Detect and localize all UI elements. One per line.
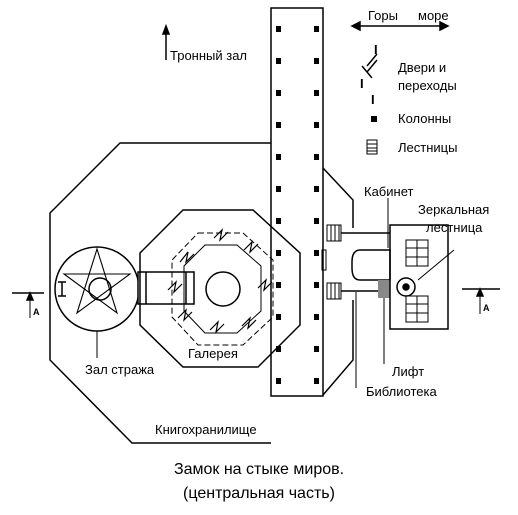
mirror-stair-spiral (396, 277, 416, 297)
book-depository-label: Книгохранилище (155, 422, 257, 437)
throne-hall-label: Тронный зал (170, 48, 248, 63)
legend-door-icon (361, 53, 378, 79)
gallery-doors (167, 228, 273, 334)
legend-stairs-label: Лестницы (398, 140, 458, 155)
gallery-ring-outer (171, 232, 274, 346)
gallery-ring-inner (183, 244, 262, 334)
library-label: Библиотека (366, 384, 437, 399)
throne-arrowhead (161, 23, 171, 35)
guard-hall-label: Зал стража (85, 362, 155, 377)
mirror-pointer (417, 249, 455, 281)
mirror-stair-steps (405, 239, 429, 323)
compass-arrowhead-left (350, 20, 361, 32)
passage-door (321, 249, 327, 271)
legend-doors-label-2: переходы (398, 78, 457, 93)
gallery-center (205, 271, 241, 307)
outer-wall-left (49, 142, 271, 444)
cabinet-room (351, 249, 391, 281)
mirror-stair-label-2: лестница (426, 220, 483, 235)
compass-right-label: море (418, 8, 449, 23)
throne-corridor (270, 7, 324, 397)
gallery-label: Галерея (188, 346, 238, 361)
east-stairs (326, 224, 342, 300)
passage-to-gallery (137, 271, 195, 305)
legend-columns-label: Колонны (398, 111, 452, 126)
guard-hall-center (88, 277, 112, 301)
mirror-stair-label: Зеркальная (418, 202, 490, 217)
corridor-columns (276, 26, 319, 384)
legend-door-glyph-1: I (374, 42, 378, 57)
legend-column-icon (371, 116, 377, 122)
mirror-stair-block (389, 224, 449, 330)
legend-door-glyph-3: I (371, 92, 375, 107)
lift-label: Лифт (392, 364, 425, 379)
guard-hall-pentagram (62, 247, 132, 315)
cabinet-label: Кабинет (364, 184, 414, 199)
outer-wall-right-lower (322, 300, 354, 396)
lift (378, 280, 390, 298)
section-mark-left: A (33, 307, 40, 317)
legend-stair-icon (366, 139, 378, 155)
legend-doors-label: Двери и (398, 60, 447, 75)
section-arrowhead-left (25, 291, 35, 301)
guard-hall-circle (54, 246, 140, 332)
mirror-stair-core (402, 283, 410, 291)
outer-wall-right (322, 167, 354, 228)
compass-arrowhead-right (439, 20, 450, 32)
section-arrowhead-right (475, 287, 485, 297)
compass-left-label: Горы (368, 8, 398, 23)
caption-title: Замок на стыке миров. (173, 461, 345, 478)
section-mark-right: A (483, 303, 490, 313)
guard-hall-door (58, 281, 66, 297)
gallery-outer (139, 209, 301, 368)
caption-subtitle: (центральная часть) (183, 485, 335, 502)
legend-door-glyph-2: I (360, 76, 364, 91)
